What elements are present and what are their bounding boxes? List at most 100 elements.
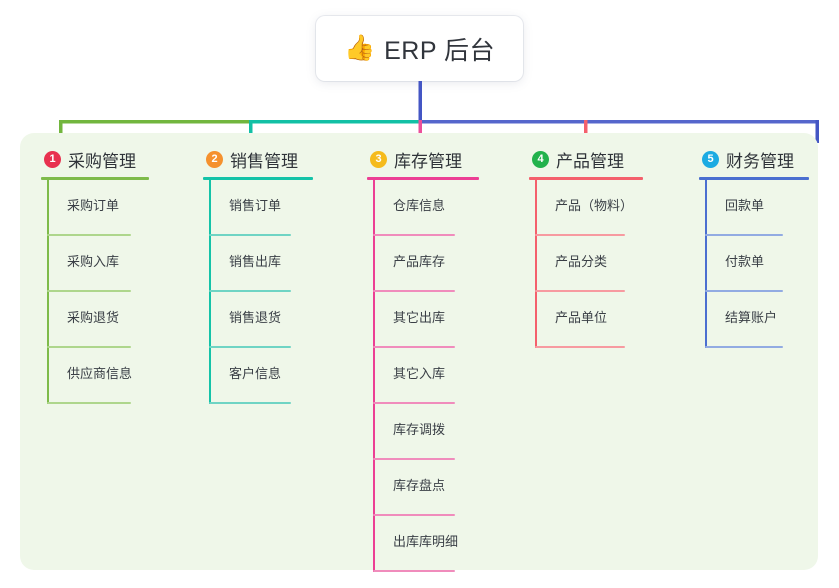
branch-child-label: 采购退货 xyxy=(67,310,120,325)
branch-drop-3 xyxy=(418,120,422,143)
branch-badge-4: 4 xyxy=(532,150,549,168)
branch-badge-2: 2 xyxy=(206,150,223,168)
branch-child-rule xyxy=(373,458,455,460)
branch-child-label: 销售退货 xyxy=(229,310,282,325)
trunk-segment-green xyxy=(59,120,251,124)
trunk-segment-blue xyxy=(419,120,819,124)
branch-child-rule xyxy=(535,346,625,348)
branch-rule-2 xyxy=(203,177,313,180)
branch-child-label: 采购入库 xyxy=(67,254,120,269)
branch-child-item[interactable]: 产品库存 xyxy=(367,236,479,292)
branch-badge-3: 3 xyxy=(370,150,387,168)
branch-child-item[interactable]: 客户信息 xyxy=(203,348,313,404)
branch-header-4[interactable]: 4 产品管理 xyxy=(529,146,643,172)
branch-spine-4 xyxy=(535,180,537,348)
branch-rule-4 xyxy=(529,177,643,180)
branch-child-label: 产品单位 xyxy=(555,310,608,325)
branch-badge-5: 5 xyxy=(702,150,719,168)
branch-child-item[interactable]: 付款单 xyxy=(699,236,809,292)
branch-title-4: 产品管理 xyxy=(556,151,624,171)
branch-rule-1 xyxy=(41,177,149,180)
branch-header-2[interactable]: 2 销售管理 xyxy=(203,146,313,172)
branch-child-rule xyxy=(47,290,131,292)
branch-child-rule xyxy=(535,290,625,292)
branch-child-rule xyxy=(47,402,131,404)
branch-child-label: 结算账户 xyxy=(725,310,778,325)
branch-child-item[interactable]: 其它出库 xyxy=(367,292,479,348)
branch-4: 4 产品管理产品（物料） 产品分类产品单位 xyxy=(529,146,643,348)
branch-children-2: 销售订单销售出库销售退货客户信息 xyxy=(203,180,313,404)
branch-header-3[interactable]: 3 库存管理 xyxy=(367,146,479,172)
branch-spine-5 xyxy=(705,180,707,348)
branch-child-rule xyxy=(209,346,291,348)
branch-child-label: 其它入库 xyxy=(393,366,446,381)
branch-children-3: 仓库信息产品库存其它出库其它入库库存调拨库存盘点出库库明细 xyxy=(367,180,479,572)
branch-children-1: 采购订单采购入库采购退货供应商信息 xyxy=(41,180,149,404)
branch-child-item[interactable]: 供应商信息 xyxy=(41,348,149,404)
branch-child-rule xyxy=(705,346,783,348)
branch-child-item[interactable]: 仓库信息 xyxy=(367,180,479,236)
branch-child-rule xyxy=(209,290,291,292)
branch-child-label: 产品（物料） xyxy=(555,198,634,213)
branch-child-rule xyxy=(209,234,291,236)
branch-child-label: 销售出库 xyxy=(229,254,282,269)
branch-child-rule xyxy=(373,346,455,348)
branch-child-rule xyxy=(705,290,783,292)
branch-child-rule xyxy=(373,514,455,516)
branch-drop-1 xyxy=(59,120,63,143)
branch-child-rule xyxy=(209,402,291,404)
root-node[interactable]: 👍 ERP 后台 xyxy=(316,16,523,81)
branch-child-item[interactable]: 产品（物料） xyxy=(529,180,643,236)
branch-child-item[interactable]: 结算账户 xyxy=(699,292,809,348)
branch-child-item[interactable]: 采购退货 xyxy=(41,292,149,348)
trunk-segment-teal xyxy=(249,120,421,124)
branch-child-label: 回款单 xyxy=(725,198,765,213)
branch-child-item[interactable]: 采购入库 xyxy=(41,236,149,292)
branch-drop-4 xyxy=(584,120,588,143)
root-title: ERP 后台 xyxy=(384,36,496,65)
root-drop-line xyxy=(418,81,422,123)
branch-child-item[interactable]: 其它入库 xyxy=(367,348,479,404)
branch-child-rule xyxy=(47,234,131,236)
branch-2: 2 销售管理销售订单销售出库销售退货客户信息 xyxy=(203,146,313,404)
branch-child-label: 仓库信息 xyxy=(393,198,446,213)
branch-child-item[interactable]: 采购订单 xyxy=(41,180,149,236)
branch-child-label: 产品库存 xyxy=(393,254,446,269)
branch-child-label: 供应商信息 xyxy=(67,366,133,381)
branch-child-rule xyxy=(535,234,625,236)
branch-child-label: 采购订单 xyxy=(67,198,120,213)
branch-child-item[interactable]: 销售退货 xyxy=(203,292,313,348)
branch-child-item[interactable]: 库存盘点 xyxy=(367,460,479,516)
branch-children-5: 回款单付款单结算账户 xyxy=(699,180,809,348)
branch-child-rule xyxy=(373,290,455,292)
branch-child-item[interactable]: 库存调拨 xyxy=(367,404,479,460)
branch-drop-5 xyxy=(815,120,819,143)
branch-child-label: 付款单 xyxy=(725,254,765,269)
branch-rule-3 xyxy=(367,177,479,180)
branch-drop-2 xyxy=(249,120,253,143)
branch-child-rule xyxy=(373,234,455,236)
branch-child-item[interactable]: 出库库明细 xyxy=(367,516,479,572)
branch-child-item[interactable]: 产品单位 xyxy=(529,292,643,348)
branch-child-label: 库存调拨 xyxy=(393,422,446,437)
branch-child-label: 产品分类 xyxy=(555,254,608,269)
branch-child-item[interactable]: 销售出库 xyxy=(203,236,313,292)
branch-child-label: 出库库明细 xyxy=(393,534,459,549)
connector-lines xyxy=(59,81,819,143)
branch-child-rule xyxy=(47,346,131,348)
branch-child-item[interactable]: 回款单 xyxy=(699,180,809,236)
branch-spine-1 xyxy=(47,180,49,404)
branch-child-item[interactable]: 产品分类 xyxy=(529,236,643,292)
branch-child-rule xyxy=(705,234,783,236)
branch-title-3: 库存管理 xyxy=(394,151,462,171)
branch-title-2: 销售管理 xyxy=(230,151,298,171)
branch-child-item[interactable]: 销售订单 xyxy=(203,180,313,236)
branch-child-label: 销售订单 xyxy=(229,198,282,213)
branch-child-rule xyxy=(373,570,455,572)
branch-badge-1: 1 xyxy=(44,150,61,168)
